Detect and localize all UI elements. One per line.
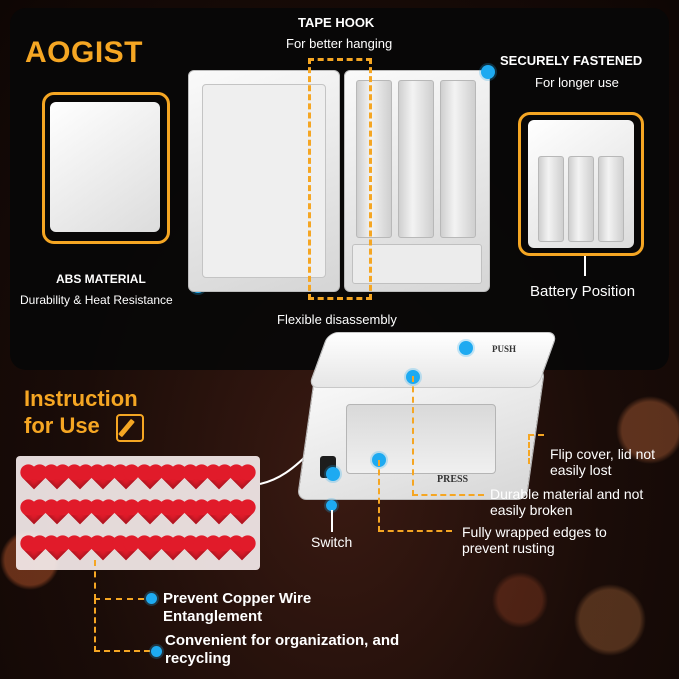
switch-connector <box>331 510 333 532</box>
battery-position-slot-1 <box>538 156 564 242</box>
securely-fastened-dot <box>481 65 495 79</box>
battery-slot-1 <box>356 80 392 238</box>
heart-bulb <box>22 537 45 560</box>
flip-cover-connector <box>528 434 544 464</box>
abs-material-title: ABS MATERIAL <box>56 272 146 286</box>
tape-hook-subtitle: For better hanging <box>286 36 393 51</box>
brand-logo-text: AOGIST <box>25 36 144 69</box>
wrapped-label: Fully wrapped edges to prevent rusting <box>462 524 607 556</box>
wrapped-connector <box>378 460 452 532</box>
heart-bulb <box>115 502 138 525</box>
convenient-dot <box>151 646 162 657</box>
heart-bulb <box>184 502 208 525</box>
instruction-heading: Instruction for Use <box>24 385 138 439</box>
tape-hook-highlight <box>308 58 372 300</box>
tape-hook-title: TAPE HOOK <box>298 15 375 30</box>
copper-label: Prevent Copper Wire Entanglement <box>163 590 312 625</box>
durable-connector <box>412 376 484 496</box>
heart-bulb <box>161 466 185 490</box>
battery-position-slot-3 <box>598 156 624 242</box>
heart-bulb <box>184 537 208 560</box>
battery-position-slot-2 <box>568 156 594 242</box>
edit-pencil-icon <box>116 414 144 442</box>
convenient-connector <box>94 598 150 652</box>
battery-slot-2 <box>398 80 434 238</box>
heart-bulb <box>231 502 254 525</box>
wrapped-dot <box>326 467 340 481</box>
instruction-heading-line1: Instruction <box>24 386 138 411</box>
convenient-label: Convenient for organization, and recycli… <box>165 632 400 667</box>
heart-bulb <box>231 466 254 490</box>
abs-material-frame <box>42 92 170 244</box>
battery-position-connector <box>584 256 586 276</box>
heart-bulb <box>161 502 185 525</box>
heart-bulb <box>161 537 185 560</box>
heart-bulb <box>45 537 69 560</box>
durable-label: Durable material and not easily broken <box>490 486 644 518</box>
press-label: PRESS <box>437 474 469 485</box>
heart-bulb <box>91 537 115 560</box>
heart-bulb <box>68 466 92 490</box>
copper-dot <box>146 593 157 604</box>
push-label: PUSH <box>492 344 517 354</box>
heart-bulb <box>45 502 69 525</box>
heart-bulb <box>138 537 161 560</box>
instruction-heading-line2: for Use <box>24 413 100 438</box>
abs-material-sample <box>50 102 160 232</box>
heart-bulb <box>138 466 161 490</box>
flip-cover-label: Flip cover, lid not easily lost <box>550 446 656 478</box>
securely-fastened-title: SECURELY FASTENED <box>500 53 643 68</box>
heart-lights-card <box>16 456 260 570</box>
switch-dot <box>326 500 337 511</box>
open-box-lid-inner <box>202 84 326 278</box>
battery-position-frame <box>518 112 644 256</box>
battery-position-label: Battery Position <box>530 283 636 300</box>
copper-connector <box>94 560 144 600</box>
heart-bulb <box>22 466 45 490</box>
flexible-disassembly-label: Flexible disassembly <box>277 312 397 327</box>
heart-bulb <box>138 502 161 525</box>
heart-bulb <box>184 466 208 490</box>
securely-fastened-subtitle: For longer use <box>535 75 619 90</box>
closed-box-cavity <box>346 404 496 474</box>
heart-bulb <box>115 537 138 560</box>
heart-bulb <box>207 537 231 560</box>
push-dot <box>459 341 473 355</box>
heart-bulb <box>68 502 92 525</box>
heart-bulb <box>68 537 92 560</box>
heart-bulb <box>231 537 254 560</box>
heart-bulb <box>115 466 138 490</box>
heart-bulb <box>22 502 45 525</box>
open-box-base-front <box>352 244 482 284</box>
heart-bulb <box>45 466 69 490</box>
switch-label: Switch <box>311 534 353 550</box>
abs-material-subtitle: Durability & Heat Resistance <box>20 293 173 307</box>
battery-slot-3 <box>440 80 476 238</box>
